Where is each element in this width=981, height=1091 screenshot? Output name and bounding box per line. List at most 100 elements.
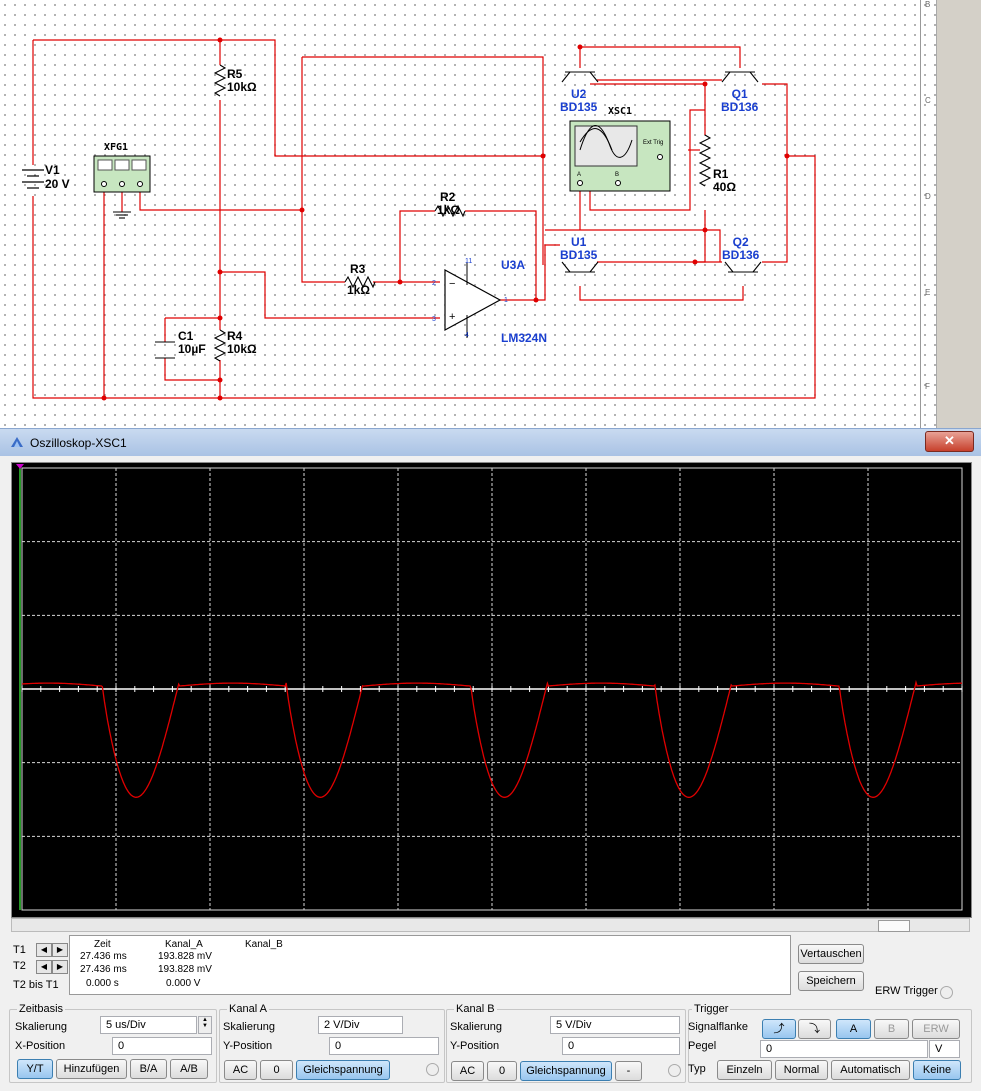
t1-kanal-a: 193.828 mV — [158, 951, 212, 962]
t1-right-button[interactable]: ▶ — [52, 943, 68, 957]
u3a-label: U3A — [501, 258, 526, 272]
r1-symbol — [698, 134, 712, 187]
mode-ab-button[interactable]: A/B — [170, 1059, 208, 1079]
typ-einzeln-button[interactable]: Einzeln — [717, 1060, 772, 1080]
erw-trigger-indicator — [940, 986, 953, 999]
t1-zeit: 27.436 ms — [80, 951, 127, 962]
kanal-a-group — [219, 1009, 445, 1083]
header-zeit: Zeit — [94, 939, 111, 950]
oscilloscope-symbol — [569, 120, 671, 192]
typ-normal-button[interactable]: Normal — [775, 1060, 828, 1080]
kanal-b-ypos-field[interactable]: 0 — [562, 1037, 680, 1055]
trigger-source-a-button[interactable]: A — [836, 1019, 871, 1039]
t2-bis-t1-label: T2 bis T1 — [13, 979, 59, 991]
spinner-arrows-icon: ▲▼ — [202, 1017, 208, 1029]
q2-transistor-symbol — [724, 261, 762, 273]
typ-automatisch-button[interactable]: Automatisch — [831, 1060, 910, 1080]
window-titlebar[interactable]: Oszilloskop-XSC1 ✕ — [0, 428, 981, 456]
header-kanal-a: Kanal_A — [165, 939, 203, 950]
kanal-b-radio[interactable] — [668, 1064, 681, 1077]
schematic-scrollbar[interactable] — [936, 0, 981, 430]
arrow-right-icon: ▶ — [56, 962, 64, 971]
window-title: Oszilloskop-XSC1 — [30, 436, 127, 450]
kanal-b-group — [446, 1009, 686, 1083]
t1-left-button[interactable]: ◀ — [36, 943, 52, 957]
pegel-unit[interactable]: V — [929, 1040, 960, 1058]
vertauschen-button[interactable]: Vertauschen — [798, 944, 864, 964]
mode-ba-button[interactable]: B/A — [130, 1059, 167, 1079]
pegel-label: Pegel — [688, 1040, 717, 1052]
kanal-b-invert-button[interactable]: - — [615, 1061, 642, 1081]
kanal-a-radio[interactable] — [426, 1063, 439, 1076]
erw-trigger-label: ERW Trigger — [875, 985, 938, 997]
r2-symbol — [434, 204, 466, 218]
pin-11: 11 — [465, 258, 473, 265]
kanal-a-skalierung-label: Skalierung — [223, 1021, 275, 1033]
rising-edge-icon: ⤴ — [773, 1023, 785, 1035]
zeitbasis-xpos-label: X-Position — [15, 1040, 66, 1052]
q1-transistor-symbol — [721, 71, 759, 83]
xsc1-label: XSC1 — [608, 106, 633, 117]
r4-symbol — [213, 329, 227, 362]
trigger-source-b-button[interactable]: B — [874, 1019, 909, 1039]
header-kanal-b: Kanal_B — [245, 939, 283, 950]
mode-yt-button[interactable]: Y/T — [17, 1059, 53, 1079]
r5-symbol — [213, 64, 227, 97]
zeitbasis-spinner[interactable]: ▲▼ — [198, 1016, 212, 1034]
mode-hinzufuegen-button[interactable]: Hinzufügen — [56, 1059, 127, 1079]
multisim-app-icon — [10, 436, 24, 451]
function-generator-symbol — [93, 155, 151, 193]
close-icon: ✕ — [944, 433, 955, 448]
kanal-b-skalierung-field[interactable]: 5 V/Div — [550, 1016, 680, 1034]
falling-edge-icon: ⤵ — [809, 1023, 820, 1035]
t2-left-button[interactable]: ◀ — [36, 960, 52, 974]
time-scrollbar[interactable] — [11, 918, 970, 932]
pegel-field[interactable]: 0 — [760, 1040, 928, 1058]
svg-text:−: − — [449, 278, 455, 290]
rising-edge-button[interactable]: ⤴ — [762, 1019, 796, 1039]
kanal-a-ac-button[interactable]: AC — [224, 1060, 257, 1080]
t2-right-button[interactable]: ▶ — [52, 960, 68, 974]
pin-1: 1 — [504, 297, 508, 304]
zeitbasis-skalierung-label: Skalierung — [15, 1021, 67, 1033]
typ-keine-button[interactable]: Keine — [913, 1060, 961, 1080]
kanal-b-zero-button[interactable]: 0 — [487, 1061, 517, 1081]
r3-symbol — [344, 275, 376, 289]
kanal-a-ypos-field[interactable]: 0 — [329, 1037, 439, 1055]
trigger-title: Trigger — [692, 1003, 731, 1015]
typ-label: Typ — [688, 1063, 706, 1075]
trigger-source-erw-button[interactable]: ERW — [912, 1019, 960, 1039]
trigger-group — [688, 1009, 972, 1083]
opamp-symbol: − + — [444, 262, 502, 338]
kanal-a-gleichspannung-button[interactable]: Gleichspannung — [296, 1060, 390, 1080]
falling-edge-button[interactable]: ⤵ — [798, 1019, 831, 1039]
speichern-button[interactable]: Speichern — [798, 971, 864, 991]
scrollbar-thumb[interactable] — [878, 920, 910, 932]
close-button[interactable]: ✕ — [925, 431, 974, 452]
scope-ch-b-label: B — [615, 172, 620, 178]
zeitbasis-skalierung-field[interactable]: 5 us/Div — [100, 1016, 197, 1034]
u2-transistor-symbol — [561, 71, 599, 83]
kanal-b-ac-button[interactable]: AC — [451, 1061, 484, 1081]
kanal-b-gleichspannung-button[interactable]: Gleichspannung — [520, 1061, 612, 1081]
delta-kanal-a: 0.000 V — [166, 978, 201, 989]
delta-zeit: 0.000 s — [86, 978, 119, 989]
ext-trig-label: Ext Trig — [643, 140, 664, 146]
kanal-a-zero-button[interactable]: 0 — [260, 1060, 293, 1080]
zeitbasis-group — [9, 1009, 217, 1083]
pin-3: 3 — [432, 316, 436, 323]
x-position-field[interactable]: 0 — [112, 1037, 212, 1055]
kanal-a-skalierung-field[interactable]: 2 V/Div — [318, 1016, 403, 1034]
t2-kanal-a: 193.828 mV — [158, 964, 212, 975]
scope-display[interactable] — [11, 462, 972, 918]
